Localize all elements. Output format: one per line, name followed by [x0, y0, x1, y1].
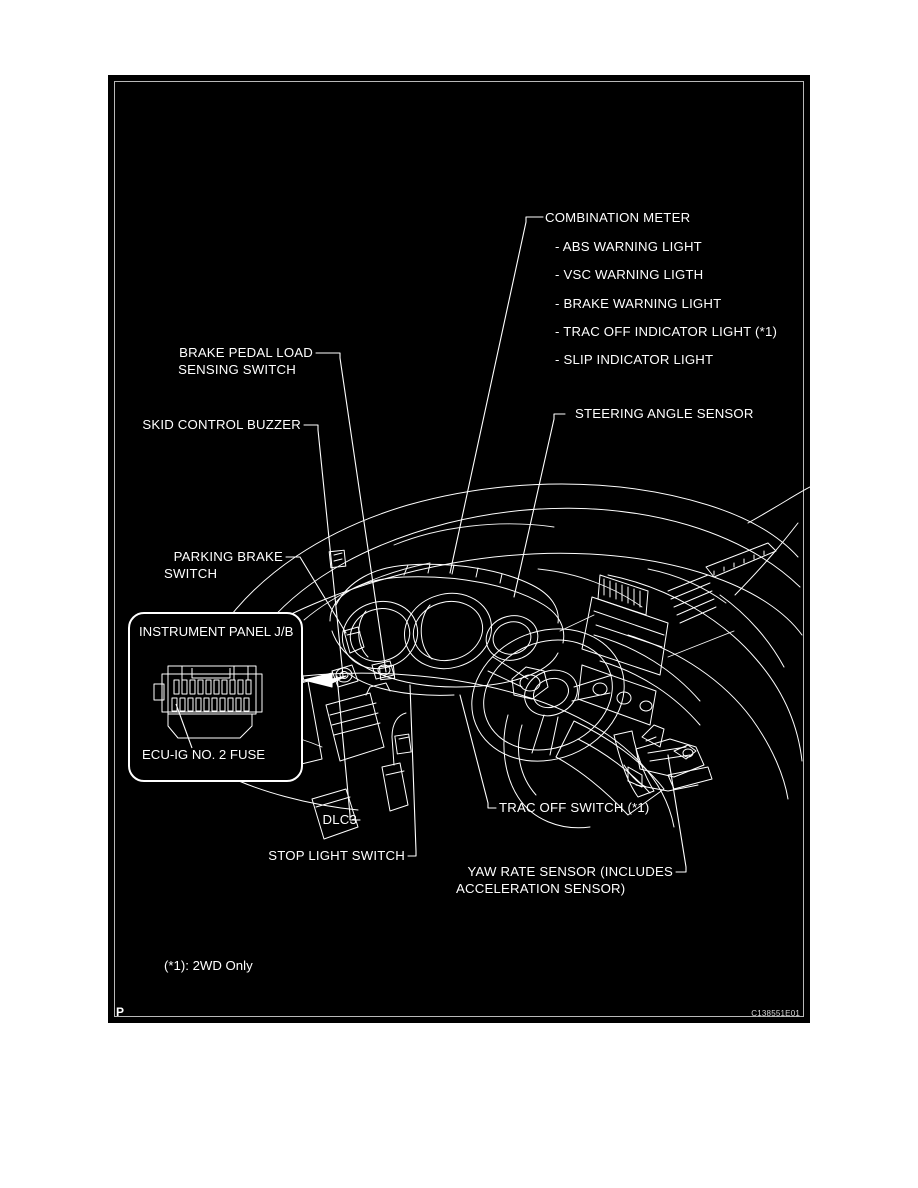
callout-dlc3: DLC3 — [322, 812, 357, 827]
leader-brake-pedal-load — [315, 352, 387, 673]
callout-brake-warning-light: - BRAKE WARNING LIGHT — [555, 296, 722, 311]
leader-jb-inset — [303, 672, 347, 688]
figure-code: C138551E01 — [751, 1009, 800, 1018]
callout-brake-pedal-load-sensing-switch-line1: BRAKE PEDAL LOAD — [179, 345, 313, 360]
figure-plate: COMBINATION METER - ABS WARNING LIGHT - … — [108, 75, 810, 1023]
callout-vsc-warning-light: - VSC WARNING LIGTH — [555, 267, 704, 282]
callout-skid-control-buzzer: SKID CONTROL BUZZER — [142, 417, 301, 432]
leader-trac-off-switch — [459, 694, 497, 809]
callout-brake-pedal-load-sensing-switch-line2: SENSING SWITCH — [178, 362, 296, 377]
leader-dlc3 — [336, 675, 361, 821]
leader-yaw-rate-sensor — [667, 754, 687, 873]
instrument-panel-jb-inset: INSTRUMENT PANEL J/B — [128, 612, 303, 782]
callout-parking-brake-switch-line1: PARKING BRAKE — [173, 549, 283, 564]
footnote-2wd-only: (*1): 2WD Only — [164, 958, 253, 973]
callout-parking-brake-switch-line2: SWITCH — [164, 566, 218, 581]
page-mark: P — [116, 1005, 125, 1019]
leader-combination-meter — [449, 216, 544, 574]
callout-combination-meter-title: COMBINATION METER — [545, 210, 691, 225]
callout-abs-warning-light: - ABS WARNING LIGHT — [555, 239, 702, 254]
yaw-rate-sensor-part — [627, 724, 713, 792]
callout-trac-off-indicator-light: - TRAC OFF INDICATOR LIGHT (*1) — [555, 324, 778, 339]
inset-title: INSTRUMENT PANEL J/B — [139, 624, 294, 639]
leader-steering-angle-sensor — [513, 413, 566, 598]
leader-parking-brake-switch — [285, 556, 347, 634]
callout-trac-off-switch: TRAC OFF SWITCH (*1) — [499, 800, 650, 815]
dashboard-outline — [219, 483, 810, 828]
callout-yaw-rate-sensor-line1: YAW RATE SENSOR (INCLUDES — [467, 864, 673, 879]
center-console — [555, 574, 669, 816]
callout-stop-light-switch: STOP LIGHT SWITCH — [268, 848, 405, 863]
dashboard-line-drawing — [219, 216, 810, 873]
pedal-assembly — [311, 626, 412, 840]
leader-stop-light-switch — [407, 684, 417, 857]
combination-meter-cluster — [329, 563, 565, 696]
jb-connector-drawing — [153, 665, 263, 749]
callout-slip-indicator-light: - SLIP INDICATOR LIGHT — [555, 352, 714, 367]
inset-fuse-label: ECU-IG NO. 2 FUSE — [142, 747, 266, 762]
callout-yaw-rate-sensor-line2: ACCELERATION SENSOR) — [456, 881, 626, 896]
steering-wheel — [471, 628, 625, 829]
callout-steering-angle-sensor: STEERING ANGLE SENSOR — [575, 406, 754, 421]
leader-skid-control-buzzer — [303, 424, 344, 677]
